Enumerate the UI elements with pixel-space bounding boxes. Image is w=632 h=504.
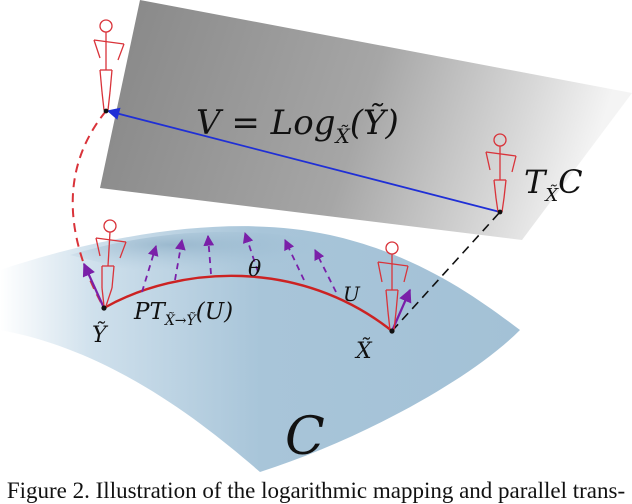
vector-at-y xyxy=(82,262,106,309)
u-label: U xyxy=(343,282,361,306)
log-vector-arrow xyxy=(106,107,501,213)
log-projection-dashed xyxy=(391,211,501,332)
point-y xyxy=(101,305,107,311)
geodesic-curve xyxy=(103,274,393,332)
x-label: X̃ xyxy=(354,338,373,364)
y-label: Ỹ xyxy=(92,320,109,348)
log-label: V = LogX̃(Ỹ) xyxy=(196,103,399,148)
skeleton-figure-x xyxy=(377,241,409,331)
skeleton-figure-top-left xyxy=(93,19,125,111)
figure-caption: Figure 2. Illustration of the logarithmi… xyxy=(6,478,626,503)
tangent-space-label: TX̃C xyxy=(524,163,583,206)
skeleton-figure-right-plane xyxy=(485,133,517,213)
point-x xyxy=(389,328,395,334)
manifold-surface xyxy=(0,226,520,472)
theta-label: θ xyxy=(248,257,261,282)
transport-arrows xyxy=(141,231,337,293)
skeleton-figure-y xyxy=(95,219,127,307)
manifold-label: C xyxy=(285,407,325,467)
point-y-on-plane xyxy=(103,108,109,114)
parallel-transport-label: PTX̃→Ỹ(U) xyxy=(133,299,233,329)
point-log-end xyxy=(497,209,503,215)
